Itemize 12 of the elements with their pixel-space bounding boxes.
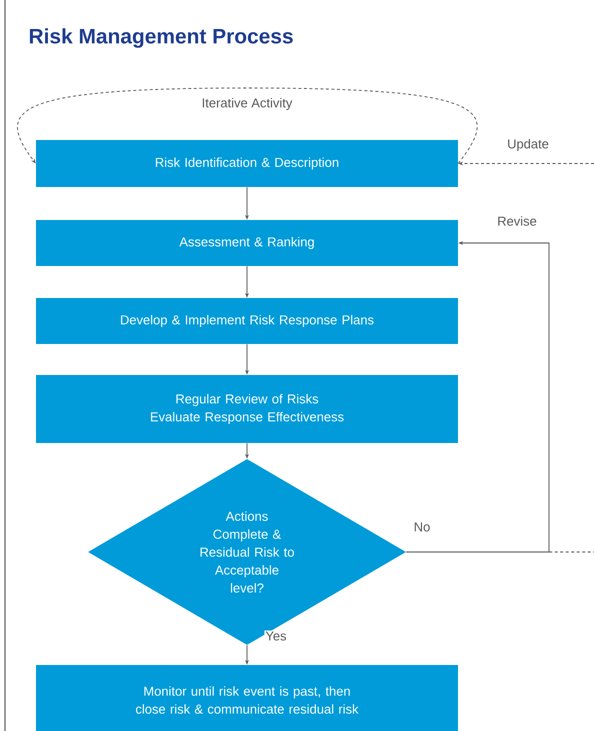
arrow xyxy=(17,88,478,164)
edge-label: Yes xyxy=(264,630,288,642)
process-box: Develop & Implement Risk Response Plans xyxy=(36,298,458,344)
edge-label: Update xyxy=(506,138,550,152)
revise-label: Revise xyxy=(498,216,536,226)
edge-label: Iterative Activity xyxy=(200,96,294,112)
process-box: Regular Review of Risks Evaluate Response Effectiveness xyxy=(36,375,458,443)
title: Risk Management Process xyxy=(30,28,293,48)
process-box: Risk Identification & Description xyxy=(36,140,458,187)
process-box: Assessment & Ranking xyxy=(36,220,458,266)
edge-label: No xyxy=(412,521,432,533)
process-box: Monitor until risk event is past, then close risk & communicate residual risk xyxy=(36,665,458,731)
